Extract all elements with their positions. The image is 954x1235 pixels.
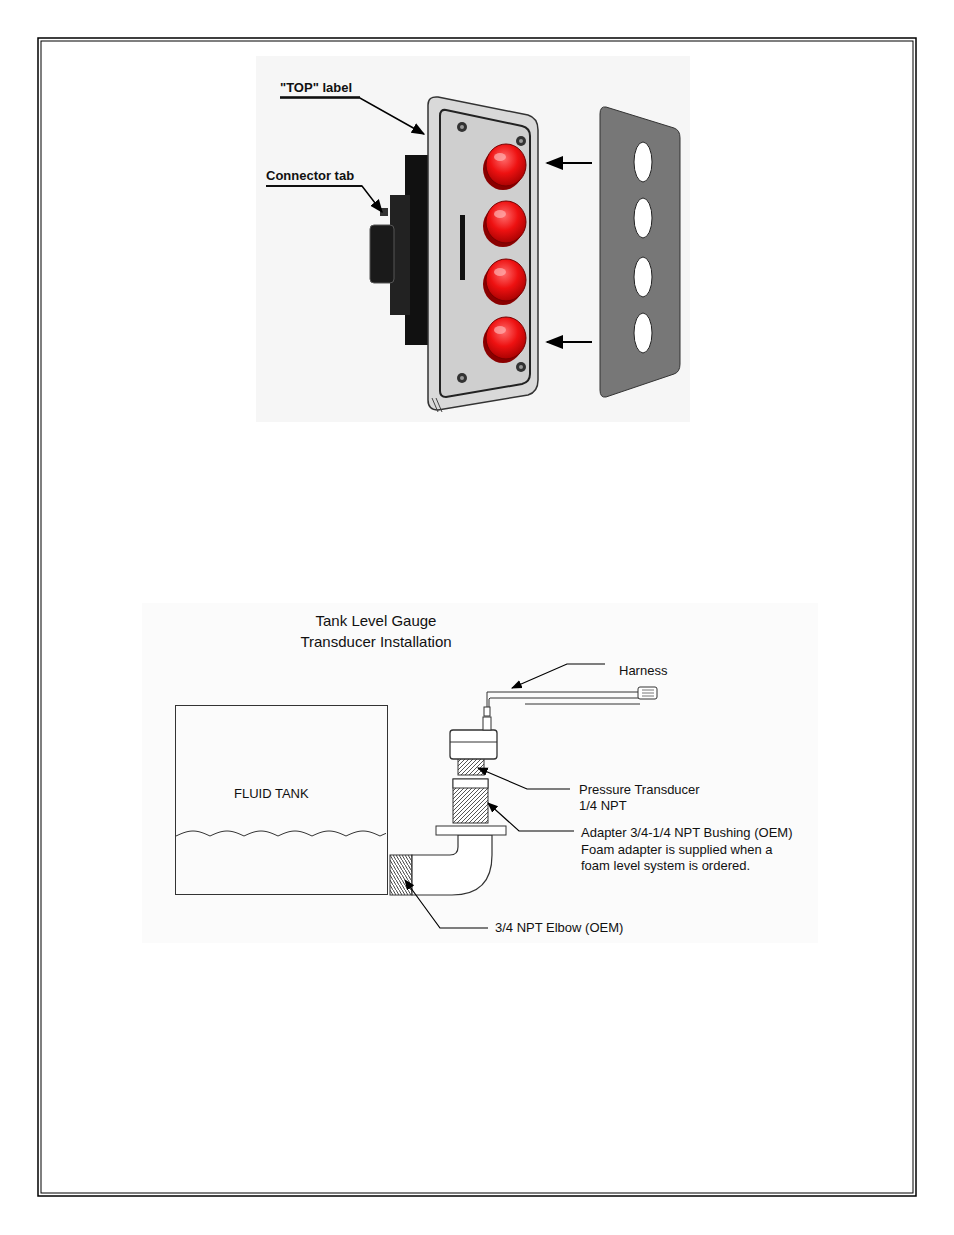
label-underline <box>280 96 360 98</box>
gasket-plate <box>600 107 680 397</box>
page-border <box>38 38 916 1196</box>
part-label: 3/4 NPT Elbow (OEM) <box>495 920 623 936</box>
label-underline <box>266 185 362 187</box>
part-label: Pressure Transducer 1/4 NPT <box>579 782 719 814</box>
assembly-arrow <box>547 341 592 343</box>
note: Foam adapter is supplied when a foam lev… <box>581 842 799 874</box>
part-label: Harness <box>619 663 667 679</box>
elbow-fitting <box>390 826 506 895</box>
leader-line <box>280 98 424 134</box>
indicator-panel <box>370 97 538 412</box>
tank-box: FLUID TANK <box>175 705 388 895</box>
leader-line <box>512 664 605 688</box>
harness-cable <box>487 687 657 707</box>
tank-label: FLUID TANK <box>234 786 309 801</box>
part-label: Adapter 3/4-1/4 NPT Bushing (OEM) <box>581 825 792 841</box>
part-label: "TOP" label <box>280 80 352 96</box>
figure-ground <box>256 56 690 422</box>
leader-line <box>488 803 574 831</box>
leader-line <box>405 880 488 928</box>
diagram-title: Tank Level Gauge Transducer Installation <box>281 610 471 652</box>
page-border <box>41 41 913 1193</box>
figure-ground <box>142 603 818 943</box>
leader-line <box>266 186 382 212</box>
fluid-surface <box>176 831 386 836</box>
leader-line <box>478 768 570 789</box>
part-label: Connector tab <box>266 168 354 184</box>
adapter-bushing <box>453 779 488 823</box>
pressure-transducer <box>450 707 497 775</box>
assembly-arrow <box>547 162 592 164</box>
